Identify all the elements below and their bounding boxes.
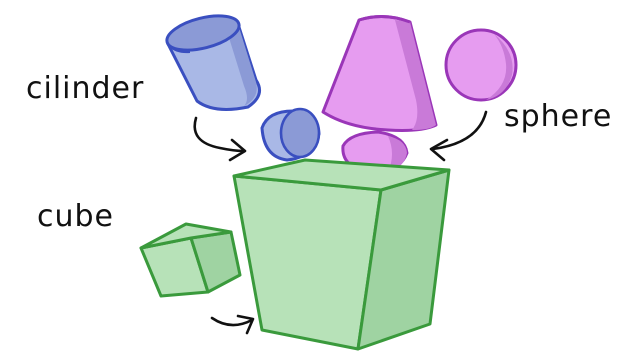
disc-shape [262, 109, 319, 160]
lamp-shape [323, 16, 436, 173]
cylinder-arrow [195, 118, 245, 160]
cylinder-shape [163, 9, 259, 109]
cube-shape [141, 224, 240, 296]
cylinder-label: cilinder [26, 71, 144, 106]
cube-arrow [212, 316, 253, 333]
sphere-shape [446, 30, 516, 100]
box-shape [234, 160, 449, 349]
cube-label: cube [37, 199, 114, 234]
sphere-label: sphere [504, 99, 612, 134]
sphere-arrow [431, 112, 486, 160]
